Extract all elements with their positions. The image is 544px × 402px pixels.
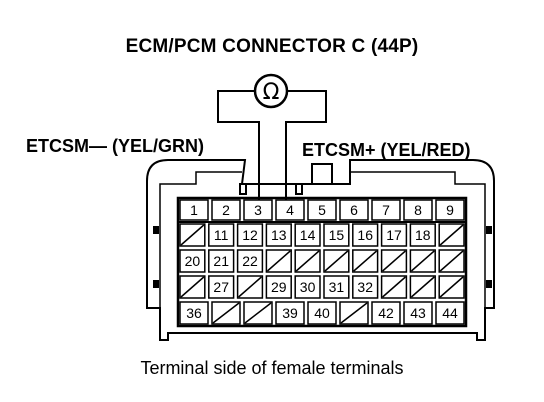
terminal-label-6: 6 [350,202,358,218]
empty-cavity-mark [212,302,240,324]
terminal-label-40: 40 [314,305,330,321]
empty-cavity-mark [382,250,406,272]
empty-cavity-mark [340,302,368,324]
terminal-36 [179,301,209,325]
terminal-40 [307,301,337,325]
terminal-label-32: 32 [357,279,373,295]
terminal-label-3: 3 [254,202,262,218]
terminal-label-18: 18 [415,227,431,243]
terminal-label-13: 13 [271,227,287,243]
terminal-label-31: 31 [329,279,345,295]
terminal-label-4: 4 [286,202,294,218]
terminal-label-7: 7 [382,202,390,218]
terminal-1 [179,199,209,221]
terminal-15 [323,223,350,247]
terminal-label-22: 22 [242,253,258,269]
connector-housing [146,159,495,341]
connector-latch [311,163,333,185]
terminal-label-11: 11 [214,227,229,243]
terminal-31 [323,275,350,299]
terminal-3 [243,199,273,221]
empty-cavity-mark [244,302,272,324]
terminal-7 [371,199,401,221]
terminal-32 [352,275,379,299]
terminal-label-14: 14 [300,227,316,243]
terminal-label-20: 20 [185,253,201,269]
connector-inner-outline [159,171,486,308]
terminal-12 [236,223,264,247]
terminal-8 [403,199,433,221]
etcsm-negative-label: ETCSM— (YEL/GRN) [26,136,204,156]
empty-cavity-mark [382,276,406,298]
terminal-9 [435,199,465,221]
terminal-label-2: 2 [222,202,230,218]
diagram-title: ECM/PCM CONNECTOR C (44P) [125,36,419,57]
empty-cavity-mark [295,250,320,272]
terminal-21 [208,249,235,273]
terminal-42 [371,301,401,325]
terminal-4 [275,199,305,221]
terminal-13 [265,223,292,247]
terminal-label-27: 27 [213,279,229,295]
terminal-label-42: 42 [378,305,394,321]
etcsm-positive-label: ETCSM+ (YEL/RED) [302,140,471,160]
terminal-17 [380,223,408,247]
terminal-18 [409,223,436,247]
terminal-label-36: 36 [186,305,202,321]
terminal-label-44: 44 [442,305,458,321]
terminal-39 [275,301,305,325]
terminal-27 [208,275,235,299]
terminal-label-39: 39 [282,305,298,321]
terminal-5 [307,199,337,221]
terminal-label-12: 12 [242,227,258,243]
empty-cavity-mark [439,250,464,272]
terminal-29 [265,275,292,299]
terminal-label-30: 30 [300,279,316,295]
ohm-symbol: Ω [263,80,280,105]
terminal-label-15: 15 [329,227,345,243]
caption: Terminal side of female terminals [140,358,404,378]
lead-positive [285,90,327,203]
empty-cavity-mark [439,276,464,298]
terminal-label-9: 9 [446,202,454,218]
terminal-2 [211,199,241,221]
terminal-label-17: 17 [386,227,402,243]
empty-cavity-mark [439,224,464,246]
terminal-6 [339,199,369,221]
terminal-label-21: 21 [213,253,229,269]
empty-cavity-mark [324,250,349,272]
terminal-14 [294,223,321,247]
terminal-30 [294,275,321,299]
empty-cavity-mark [353,250,378,272]
empty-cavity-mark [266,250,291,272]
terminal-43 [403,301,433,325]
terminal-label-29: 29 [271,279,287,295]
empty-cavity-mark [238,276,262,298]
terminal-label-1: 1 [190,202,198,218]
empty-cavity-mark [410,276,435,298]
empty-cavity-mark [180,224,205,246]
terminal-label-8: 8 [414,202,422,218]
lead-negative [217,90,260,203]
terminal-label-43: 43 [410,305,426,321]
terminal-22 [236,249,264,273]
terminal-label-5: 5 [318,202,326,218]
empty-cavity-mark [410,250,435,272]
terminal-16 [352,223,379,247]
terminal-11 [208,223,235,247]
terminal-44 [435,301,465,325]
empty-cavity-mark [180,276,205,298]
terminal-20 [179,249,206,273]
terminal-label-16: 16 [357,227,373,243]
